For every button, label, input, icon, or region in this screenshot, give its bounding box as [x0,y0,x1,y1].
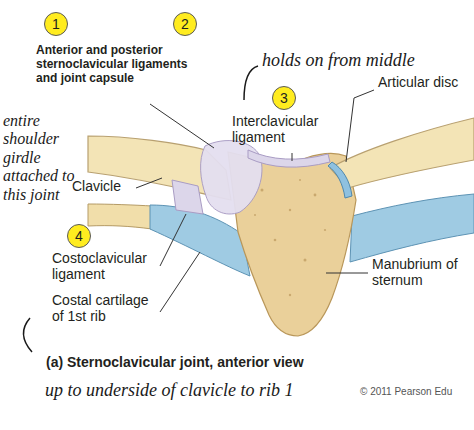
callout-number: 1 [52,17,60,31]
first-rib [88,204,152,229]
costoclavicular-ligament [172,180,203,214]
pen-stroke [23,318,32,352]
callout-circle: 2 [173,12,197,36]
part-label: Manubrium of sternum [372,256,468,288]
part-label: Costoclavicular ligament [52,250,164,282]
callout-circle: 3 [272,86,296,110]
leader-lines [136,90,374,312]
callout-number: 4 [75,229,83,243]
handwritten-note: holds on from middle [262,50,422,71]
interclavicular-ligament [248,150,330,167]
callout-circle: 4 [67,224,91,248]
leader-line [346,90,374,162]
figure-caption: (a) Sternoclavicular joint, anterior vie… [46,354,376,370]
leader-line [292,153,293,161]
part-label: Costal cartilage of 1st rib [52,292,164,324]
handwritten-note: entire shoulder girdle attached to this … [3,112,77,204]
bone-texture [254,179,326,296]
leader-line [160,214,186,266]
costal-cartilage-right [350,194,474,262]
costal-cartilage-left [150,205,250,276]
articular-disc [328,162,352,198]
leader-line [150,104,214,148]
clavicle-right [330,118,474,188]
callout-circle: 1 [44,12,68,36]
pen-stroke [244,66,258,100]
handwritten-marks [23,66,258,352]
leader-line [160,252,200,312]
handwritten-note: up to underside of clavicle to rib 1 [45,380,355,401]
leader-line [136,178,162,188]
callout-number: 3 [280,91,288,105]
part-label: Clavicle [72,178,138,194]
leader-line [326,273,368,274]
copyright-note: © 2011 Pearson Edu [360,386,470,398]
part-label: Articular disc [378,74,462,90]
part-label: Interclavicular ligament [232,113,344,145]
callout-number: 2 [181,17,189,31]
ligament-label: Anterior and posterior sternoclavicular … [36,44,196,85]
